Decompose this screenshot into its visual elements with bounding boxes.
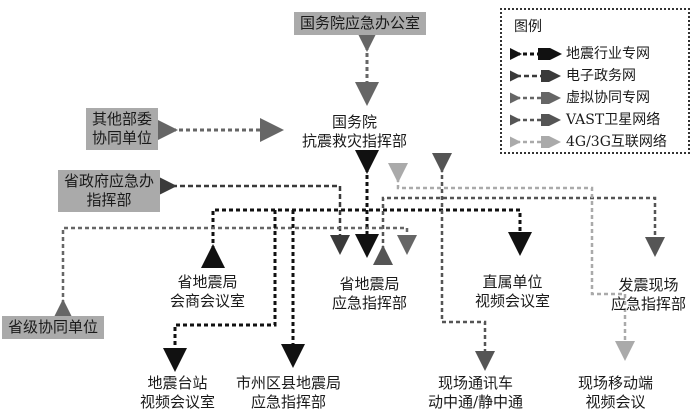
legend-swatch-industry — [510, 48, 562, 60]
provincial-gov-office: 省政府应急办 指挥部 — [58, 170, 161, 212]
legend-item-virtual: 虚拟协同专网 — [502, 88, 692, 108]
direct-unit-video-line1: 直属单位 — [482, 273, 543, 291]
provincial-coop: 省级协同单位 — [2, 316, 105, 339]
legend-label-4g: 4G/3G互联网络 — [566, 134, 667, 150]
provincial-quake-meeting-line2: 会商会议室 — [170, 292, 246, 310]
legend-label-industry: 地震行业专网 — [566, 46, 650, 62]
comm-vehicle: 现场通讯车 动中通/静中通 — [428, 374, 523, 412]
other-ministries: 其他部委 协同单位 — [86, 108, 159, 150]
legend-title: 图例 — [514, 19, 542, 35]
link-vehicle — [432, 153, 495, 371]
legend-item-vast: VAST卫星网络 — [502, 110, 692, 130]
station-video: 地震台站 视频会议室 — [140, 374, 215, 412]
link-industry-bus — [201, 208, 532, 268]
station-video-line1: 地震台站 — [147, 374, 208, 392]
link-4g — [388, 163, 635, 361]
provincial-gov-office-line2: 指挥部 — [86, 191, 132, 209]
legend-swatch-virtual — [510, 92, 561, 104]
legend-swatch-vast — [510, 114, 561, 126]
legend-label-virtual: 虚拟协同专网 — [566, 90, 650, 106]
state-council-hq: 国务院 抗震救灾指挥部 — [302, 113, 407, 151]
other-ministries-line1: 其他部委 — [92, 110, 153, 128]
provincial-quake-meeting: 省地震局 会商会议室 — [170, 273, 245, 311]
link-vast-bus — [373, 196, 665, 265]
city-county-bureau-line2: 应急指挥部 — [251, 393, 327, 411]
link-station — [163, 210, 277, 372]
city-county-bureau-line1: 市州区县地震局 — [236, 374, 342, 392]
provincial-quake-meeting-line1: 省地震局 — [177, 273, 238, 291]
site-command-line2: 应急指挥部 — [611, 295, 687, 313]
link-provgov — [157, 176, 350, 255]
mobile-terminal-line2: 视频会议 — [585, 393, 646, 411]
city-county-bureau: 市州区县地震局 应急指挥部 — [236, 374, 341, 412]
legend-label-egov: 电子政务网 — [566, 68, 636, 84]
comm-vehicle-line1: 现场通讯车 — [438, 374, 514, 392]
legend-label-vast: VAST卫星网络 — [566, 112, 661, 128]
legend: 图例 地震行业专网 电子政务网 虚拟协同专网 VAST卫星网络 4G/3G互联网… — [500, 8, 690, 154]
provincial-quake-command-line2: 应急指挥部 — [332, 294, 408, 312]
direct-unit-video: 直属单位 视频会议室 — [475, 273, 550, 311]
provincial-quake-command-line1: 省地震局 — [339, 275, 400, 293]
provincial-quake-command: 省地震局 应急指挥部 — [332, 275, 407, 313]
legend-swatch-4g — [510, 136, 561, 148]
site-command: 发震现场 应急指挥部 — [611, 276, 686, 314]
comm-vehicle-line2: 动中通/静中通 — [428, 393, 524, 411]
state-council-hq-line1: 国务院 — [332, 113, 378, 131]
legend-item-egov: 电子政务网 — [502, 66, 692, 86]
mobile-terminal-line1: 现场移动端 — [578, 374, 654, 392]
mobile-terminal: 现场移动端 视频会议 — [578, 374, 653, 412]
station-video-line2: 视频会议室 — [140, 393, 216, 411]
legend-item-4g: 4G/3G互联网络 — [502, 132, 692, 152]
state-council-hq-line2: 抗震救灾指挥部 — [302, 132, 408, 150]
state-council-office: 国务院应急办公室 — [294, 12, 427, 35]
other-ministries-line2: 协同单位 — [92, 129, 153, 147]
legend-swatch-egov — [510, 70, 561, 82]
legend-item-industry: 地震行业专网 — [502, 44, 692, 64]
site-command-line1: 发震现场 — [618, 276, 679, 294]
direct-unit-video-line2: 视频会议室 — [475, 292, 551, 310]
provincial-gov-office-line1: 省政府应急办 — [64, 172, 155, 190]
